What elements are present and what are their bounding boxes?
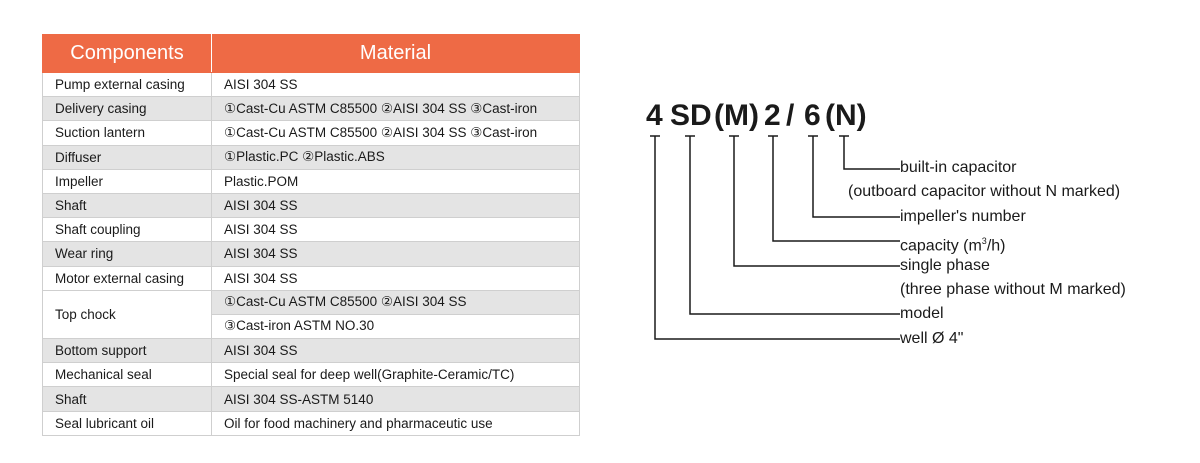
component-cell: Top chock (42, 289, 212, 340)
material-cell: ③Cast-iron ASTM NO.30 (211, 313, 580, 340)
desc-capacity: capacity (m3/h) (900, 231, 1005, 256)
component-cell: Pump external casing (42, 71, 212, 98)
table-row: Shaft AISI 304 SS (42, 192, 580, 219)
component-cell: Wear ring (42, 241, 212, 267)
component-cell: Diffuser (42, 144, 212, 170)
material-cell: ①Cast-Cu ASTM C85500 ②AISI 304 SS ③Cast-… (211, 120, 580, 146)
leader-line-well (654, 136, 900, 340)
component-cell: Bottom support (42, 338, 212, 364)
component-cell: Mechanical seal (42, 362, 212, 388)
component-cell: Impeller (42, 168, 212, 194)
material-cell: Special seal for deep well(Graphite-Cera… (211, 362, 580, 388)
desc-capacitor-note: (outboard capacitor without N marked) (848, 183, 1121, 200)
table-header-row: Components Material (42, 34, 580, 73)
component-cell: Shaft (42, 192, 212, 219)
material-cell: AISI 304 SS (211, 71, 580, 98)
material-cell: AISI 304 SS (211, 192, 580, 219)
model-code-diagram: 4 SD (M) 2 / 6 (N) built-in capacitor (o… (640, 96, 1180, 366)
material-cell: AISI 304 SS (211, 265, 580, 291)
material-cell: ①Cast-Cu ASTM C85500 ②AISI 304 SS ③Cast-… (211, 96, 580, 122)
desc-phase: single phase (900, 257, 990, 274)
desc-capacitor: built-in capacitor (900, 159, 1017, 176)
component-cell: Delivery casing (42, 96, 212, 122)
table-row: Shaft AISI 304 SS-ASTM 5140 (42, 386, 580, 412)
code-part-phase: (M) (714, 99, 759, 132)
leader-line-capacity (772, 136, 900, 242)
table-row: Top chock ①Cast-Cu ASTM C85500 ②AISI 304… (42, 289, 580, 340)
leader-line-capacitor (843, 136, 900, 170)
desc-capacity-prefix: capacity (m (900, 237, 982, 255)
table-row: Delivery casing ①Cast-Cu ASTM C85500 ②AI… (42, 96, 580, 122)
material-cell: AISI 304 SS (211, 241, 580, 267)
table-row: Pump external casing AISI 304 SS (42, 71, 580, 98)
desc-well: well Ø 4" (900, 330, 964, 347)
desc-impeller: impeller's number (900, 208, 1026, 225)
materials-table: Components Material Pump external casing… (42, 34, 580, 436)
code-part-capacity: 2 (764, 99, 781, 132)
table-row: Wear ring AISI 304 SS (42, 241, 580, 267)
material-cell: ①Plastic.PC ②Plastic.ABS (211, 144, 580, 170)
component-cell: Shaft (42, 386, 212, 412)
material-cell: AISI 304 SS (211, 338, 580, 364)
leader-lines (650, 135, 900, 340)
code-part-slash: / (786, 99, 795, 132)
materials-table-container: Components Material Pump external casing… (42, 34, 580, 436)
material-cell: Oil for food machinery and pharmaceutic … (211, 410, 580, 436)
table-row: Bottom support AISI 304 SS (42, 338, 580, 364)
desc-phase-note: (three phase without M marked) (900, 281, 1126, 298)
desc-capacity-sup: 3 (981, 236, 987, 246)
leader-line-model (689, 136, 900, 315)
material-cell: ①Cast-Cu ASTM C85500 ②AISI 304 SS (211, 289, 580, 315)
component-cell: Motor external casing (42, 265, 212, 291)
table-row: Suction lantern ①Cast-Cu ASTM C85500 ②AI… (42, 120, 580, 146)
component-cell: Suction lantern (42, 120, 212, 146)
desc-model: model (900, 305, 944, 322)
desc-capacity-suffix: /h) (986, 237, 1006, 255)
table-row: Seal lubricant oil Oil for food machiner… (42, 410, 580, 436)
material-header: Material (211, 34, 580, 73)
table-row: ③Cast-iron ASTM NO.30 (43, 313, 580, 340)
leader-line-phase (733, 136, 900, 267)
material-cell: AISI 304 SS (211, 217, 580, 243)
material-cell: AISI 304 SS-ASTM 5140 (211, 386, 580, 412)
code-part-capacitor: (N) (825, 99, 867, 132)
component-cell: Seal lubricant oil (42, 410, 212, 436)
table-row: Mechanical seal Special seal for deep we… (42, 362, 580, 388)
material-cell: Plastic.POM (211, 168, 580, 194)
table-row: Diffuser ①Plastic.PC ②Plastic.ABS (42, 144, 580, 170)
components-header: Components (42, 34, 212, 73)
table-row: Impeller Plastic.POM (42, 168, 580, 194)
code-part-impeller: 6 (804, 99, 821, 132)
code-part-model: SD (670, 99, 712, 132)
table-row: Motor external casing AISI 304 SS (42, 265, 580, 291)
component-cell: Shaft coupling (42, 217, 212, 243)
table-row: Shaft coupling AISI 304 SS (42, 217, 580, 243)
leader-line-impeller (812, 136, 900, 218)
code-part-well: 4 (646, 99, 663, 132)
